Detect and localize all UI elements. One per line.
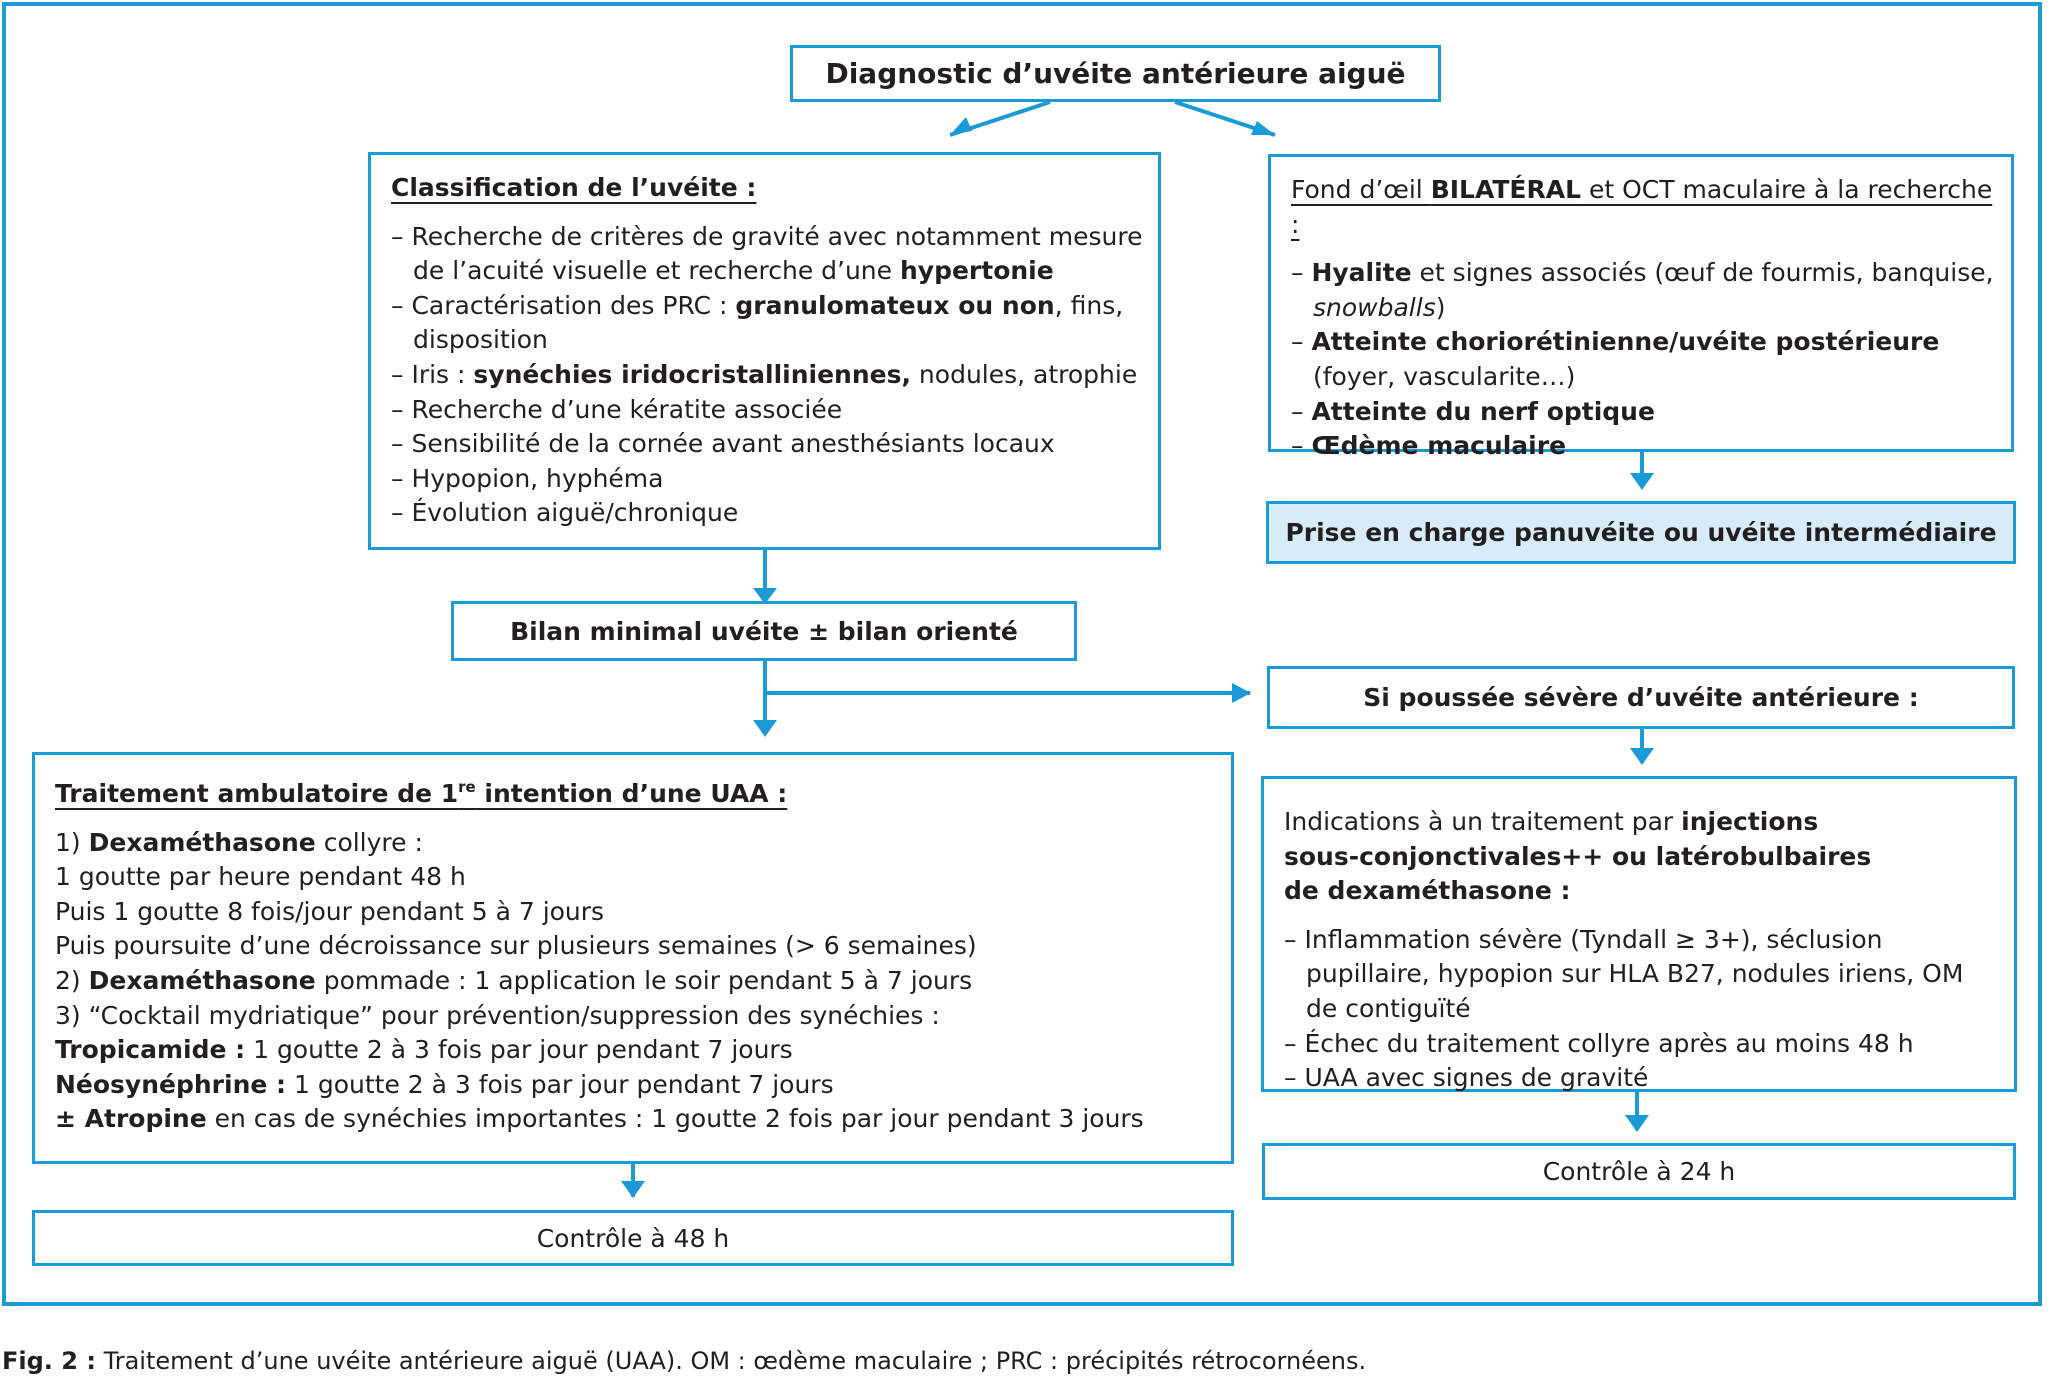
controle-24h-box: Contrôle à 24 h bbox=[1262, 1143, 2016, 1200]
fond-oeil-list: – Hyalite et signes associés (œuf de fou… bbox=[1291, 256, 1997, 464]
list-item: Puis 1 goutte 8 fois/jour pendant 5 à 7 … bbox=[55, 896, 605, 926]
panuveite-label: Prise en charge panuvéite ou uvéite inte… bbox=[1285, 518, 1997, 547]
list-item: – Iris : synéchies iridocristalliniennes… bbox=[391, 359, 1138, 389]
arrowhead bbox=[1630, 473, 1654, 490]
list-item: Tropicamide : 1 goutte 2 à 3 fois par jo… bbox=[55, 1035, 793, 1065]
list-item: – Inflammation sévère (Tyndall ≥ 3+), sé… bbox=[1284, 924, 1964, 1023]
fond-oeil-box: Fond d’œil BILATÉRAL et OCT maculaire à … bbox=[1268, 154, 2014, 460]
list-item: – Hyalite et signes associés (œuf de fou… bbox=[1291, 258, 1994, 322]
list-item: – Recherche d’une kératite associée bbox=[391, 394, 843, 424]
arrowhead bbox=[621, 1181, 645, 1198]
diagram-frame bbox=[2, 2, 2042, 1306]
indications-list: – Inflammation sévère (Tyndall ≥ 3+), sé… bbox=[1284, 923, 2000, 1096]
arrowhead bbox=[950, 117, 972, 135]
arrowhead bbox=[1625, 1115, 1649, 1132]
traitement-lines: 1) Dexaméthasone collyre : 1 goutte par … bbox=[55, 826, 1217, 1137]
diagnostic-box: Diagnostic d’uvéite antérieure aiguë bbox=[790, 45, 1441, 102]
arrowhead bbox=[753, 588, 777, 604]
bilan-label: Bilan minimal uvéite ± bilan orienté bbox=[510, 616, 1018, 646]
severe-label: Si poussée sévère d’uvéite antérieure : bbox=[1363, 683, 1919, 712]
list-item: – Atteinte du nerf optique bbox=[1291, 396, 1655, 426]
arrowhead bbox=[1630, 748, 1654, 765]
bilan-box: Bilan minimal uvéite ± bilan orienté bbox=[451, 601, 1077, 661]
severe-box: Si poussée sévère d’uvéite antérieure : bbox=[1267, 666, 2015, 729]
controle-48h-label: Contrôle à 48 h bbox=[536, 1223, 730, 1253]
controle-48h-box: Contrôle à 48 h bbox=[32, 1210, 1234, 1266]
list-item: – Échec du traitement collyre après au m… bbox=[1284, 1028, 1914, 1058]
list-item: – Recherche de critères de gravité avec … bbox=[391, 221, 1143, 286]
list-item: – Sensibilité de la cornée avant anesthé… bbox=[391, 429, 1055, 459]
panuveite-box: Prise en charge panuvéite ou uvéite inte… bbox=[1266, 501, 2016, 564]
list-item: – Atteinte choriorétinienne/uvéite posté… bbox=[1291, 327, 1940, 391]
list-item: ± Atropine en cas de synéchies important… bbox=[55, 1104, 1144, 1134]
classification-list: – Recherche de critères de gravité avec … bbox=[391, 220, 1144, 531]
list-item: 1 goutte par heure pendant 48 h bbox=[55, 862, 466, 892]
figure-caption: Fig. 2 : Traitement d’une uvéite antérie… bbox=[2, 1347, 1366, 1375]
indications-box: Indications à un traitement par injectio… bbox=[1261, 776, 2017, 1092]
arrowhead bbox=[753, 720, 777, 737]
classification-heading: Classification de l’uvéite : bbox=[391, 173, 757, 202]
list-item: – Évolution aiguë/chronique bbox=[391, 498, 739, 528]
classification-box: Classification de l’uvéite : – Recherche… bbox=[368, 152, 1161, 550]
figure-number: Fig. 2 : bbox=[2, 1347, 96, 1375]
arrowhead bbox=[1251, 121, 1275, 135]
list-item: – Œdème maculaire bbox=[1291, 431, 1567, 461]
list-item: – UAA avec signes de gravité bbox=[1284, 1063, 1649, 1093]
traitement-box: Traitement ambulatoire de 1re intention … bbox=[32, 752, 1234, 1164]
fond-oeil-heading: Fond d’œil BILATÉRAL et OCT maculaire à … bbox=[1291, 175, 1993, 239]
diagnostic-title: Diagnostic d’uvéite antérieure aiguë bbox=[825, 57, 1406, 90]
list-item: Néosynéphrine : 1 goutte 2 à 3 fois par … bbox=[55, 1069, 834, 1099]
list-item: 2) Dexaméthasone pommade : 1 application… bbox=[55, 965, 973, 995]
list-item: 1) Dexaméthasone collyre : bbox=[55, 827, 423, 857]
indications-intro: Indications à un traitement par injectio… bbox=[1284, 807, 1872, 906]
list-item: 3) “Cocktail mydriatique” pour préventio… bbox=[55, 1000, 940, 1030]
controle-24h-label: Contrôle à 24 h bbox=[1542, 1157, 1736, 1186]
traitement-heading: Traitement ambulatoire de 1re intention … bbox=[55, 778, 788, 808]
arrowhead bbox=[1232, 683, 1251, 703]
figure-caption-text: Traitement d’une uvéite antérieure aiguë… bbox=[95, 1347, 1367, 1375]
list-item: – Caractérisation des PRC : granulomateu… bbox=[391, 290, 1124, 355]
list-item: – Hypopion, hyphéma bbox=[391, 463, 664, 493]
list-item: Puis poursuite d’une décroissance sur pl… bbox=[55, 931, 977, 961]
